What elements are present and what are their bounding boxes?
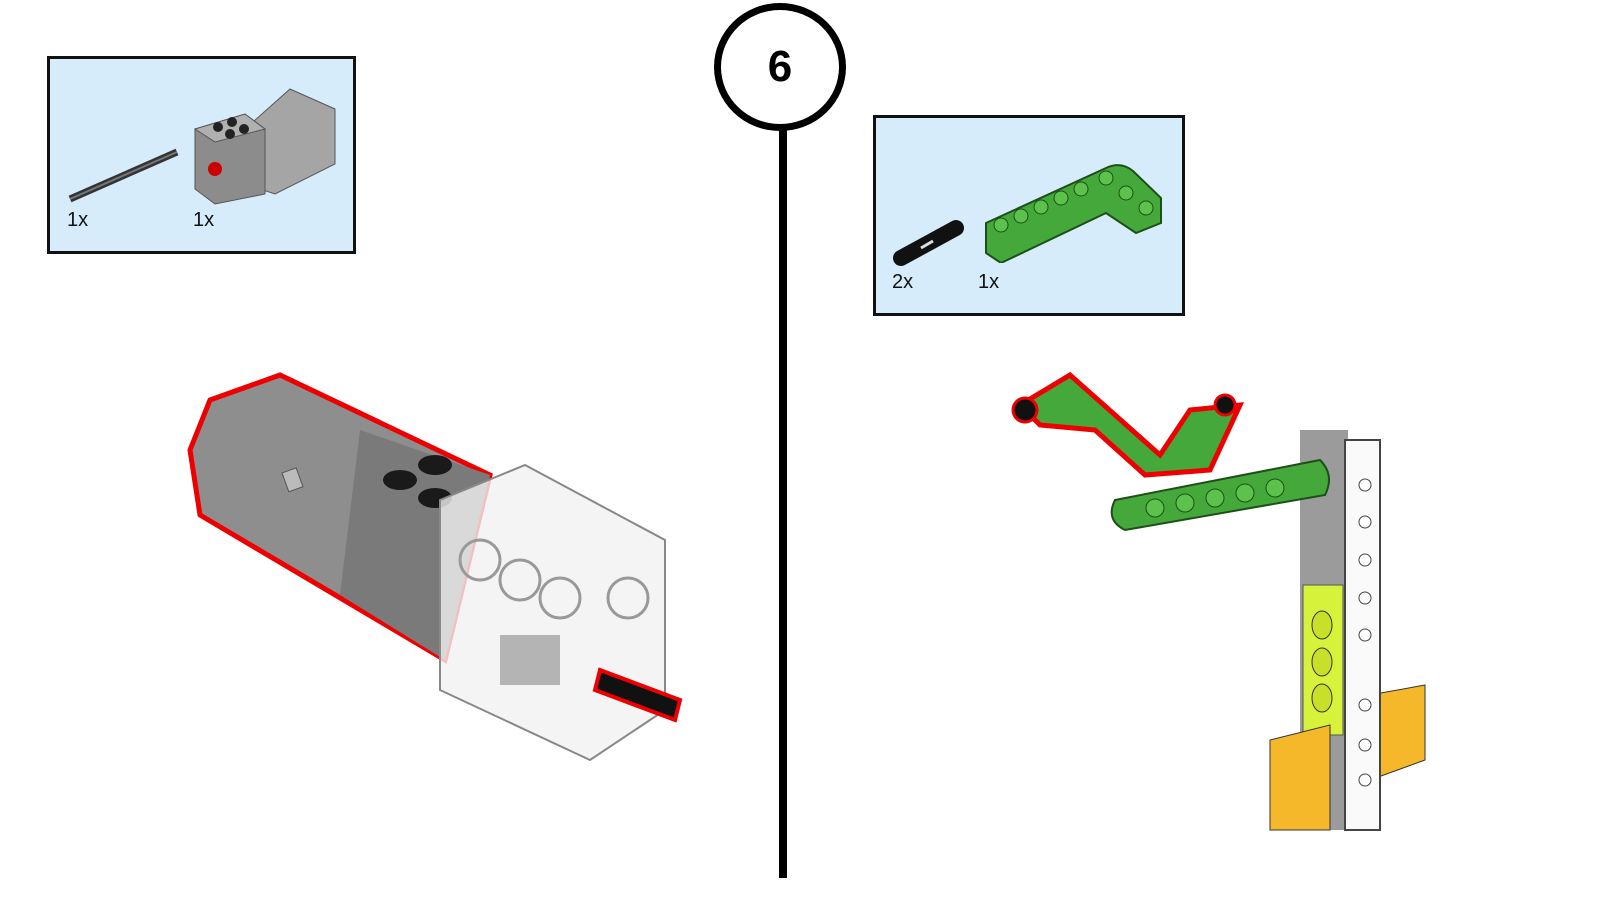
bent-beam-part-image — [985, 164, 1162, 263]
parts-callout-left: 1x 1x — [47, 56, 356, 254]
bent-beam-quantity: 1x — [978, 271, 1000, 293]
axle-part-image — [68, 148, 179, 203]
parts-callout-right: 2x 1x — [873, 115, 1185, 316]
gearbox-transparent — [439, 463, 666, 762]
right-assembly-illustration — [1011, 371, 1426, 831]
axle-highlighted — [592, 667, 683, 723]
motor-part-image — [193, 88, 336, 205]
bent-beam-highlighted — [1015, 371, 1245, 478]
step-number: 6 — [714, 3, 846, 131]
motor-quantity: 1x — [193, 209, 215, 231]
left-assembly-illustration — [187, 372, 683, 762]
step-divider-line — [779, 128, 787, 878]
axle-quantity: 1x — [67, 209, 89, 231]
connector-pin-part-image — [893, 220, 964, 266]
connector-pin-quantity: 2x — [892, 271, 914, 293]
